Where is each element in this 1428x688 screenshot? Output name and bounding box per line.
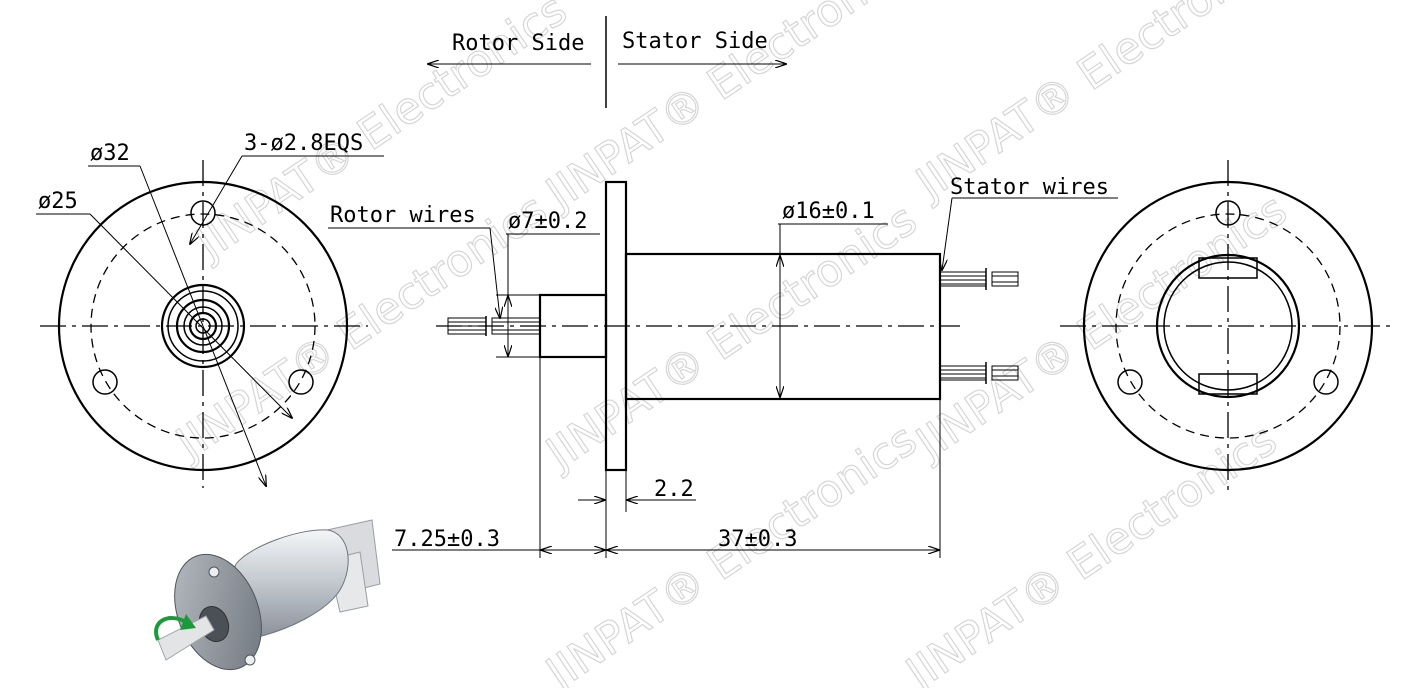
holes-line <box>190 155 243 244</box>
mounting-hole <box>288 369 314 395</box>
stator-wires-label: Stator wires <box>950 175 1109 200</box>
wire-bundle <box>188 311 218 341</box>
rotation-arrow-icon <box>154 616 187 641</box>
rotor-shaft <box>175 298 231 354</box>
mounting-hole <box>190 200 216 226</box>
flange-outline <box>57 180 349 472</box>
stator-body-outline <box>1155 253 1301 399</box>
stator-end-view <box>1060 160 1396 490</box>
rotor-wire-sleeve <box>491 317 541 335</box>
side-view: Rotor wires ø7±0.2 ø16±0.1 Stator wires … <box>328 175 1118 558</box>
side-indicator: Rotor Side Stator Side <box>428 16 786 108</box>
dia32-line <box>139 165 266 486</box>
product-illustration <box>154 519 381 671</box>
bolt-circle <box>1115 213 1341 439</box>
stator-body <box>624 252 942 401</box>
wire-core <box>195 318 211 334</box>
wire-exit-slot <box>1198 257 1258 279</box>
rotor-wires-label: Rotor wires <box>330 203 476 228</box>
flange-thickness-label: 2.2 <box>654 477 694 502</box>
mounting-hole <box>1313 369 1339 395</box>
flange-hole-3d <box>208 566 220 578</box>
stator-side-label: Stator Side <box>622 29 768 54</box>
mounting-hole <box>1215 200 1241 226</box>
body-length-label: 37±0.3 <box>718 527 797 552</box>
rotor-side-label: Rotor Side <box>452 31 584 56</box>
mounting-hole <box>1117 369 1143 395</box>
bolt-circle <box>90 213 316 439</box>
rotor-hub <box>160 283 246 369</box>
dia16-label: ø16±0.1 <box>782 199 875 224</box>
dia25-label: ø25 <box>38 189 78 214</box>
rotor-end-view: ø32 ø25 3-ø2.8EQS <box>36 131 384 488</box>
dia25-line <box>89 213 292 418</box>
rotor-hub-inner <box>167 290 239 362</box>
dia7-label: ø7±0.2 <box>508 209 587 234</box>
rotation-arrowhead-icon <box>180 614 196 630</box>
flange-outline <box>1082 180 1374 472</box>
rotor-wires-line <box>489 227 500 318</box>
wire-exit-slot <box>1198 373 1258 395</box>
stator-body-inner <box>1163 261 1293 391</box>
stator-wires-upper <box>939 268 1019 290</box>
rotor-wires <box>447 316 541 336</box>
dia32-label: ø32 <box>90 141 130 166</box>
stator-wires-lower <box>939 362 1019 384</box>
holes-label: 3-ø2.8EQS <box>244 131 363 156</box>
mounting-hole <box>92 369 118 395</box>
rotor-bore <box>183 306 223 346</box>
rotor-length-label: 7.25±0.3 <box>394 527 500 552</box>
stator-wires-line <box>942 197 953 270</box>
